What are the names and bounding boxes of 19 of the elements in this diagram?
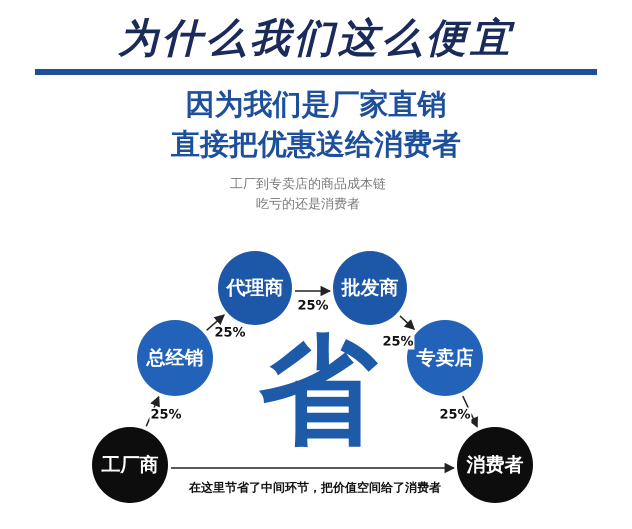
circle-node: 工厂商	[92, 427, 168, 503]
edge-label: 25%	[149, 408, 183, 422]
arrow	[295, 286, 332, 296]
edge-label: 25%	[438, 408, 472, 422]
arrow	[171, 462, 456, 474]
heading: 因为我们是厂家直销	[186, 86, 446, 123]
edge-label: 25%	[381, 334, 415, 350]
circle-node: 消费者	[457, 427, 533, 503]
heading: 直接把优惠送给消费者	[171, 126, 461, 163]
edge-label: 在这里节省了中间环节，把价值空间给了消费者	[189, 480, 441, 496]
arrow	[399, 315, 416, 330]
note: 工厂到专卖店的商品成本链	[230, 176, 386, 193]
circle-node: 总经销	[137, 320, 213, 396]
circle-node: 批发商	[333, 251, 407, 325]
circle-node: 代理商	[218, 251, 292, 325]
title: 为什么我们这么便宜	[118, 14, 514, 64]
arrow	[462, 396, 478, 428]
note: 吃亏的还是消费者	[256, 196, 360, 213]
arrow	[206, 314, 225, 331]
